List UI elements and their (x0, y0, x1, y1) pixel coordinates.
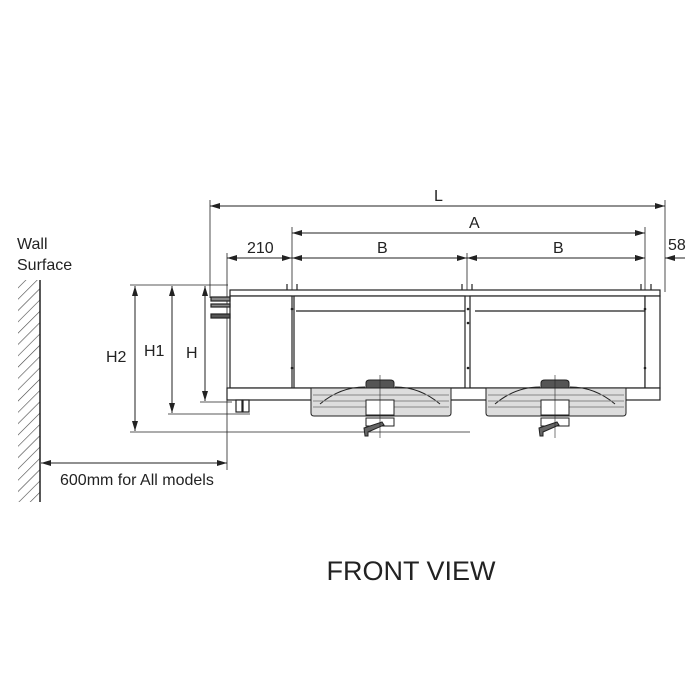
label-B1: B (377, 240, 388, 257)
clearance-label: 600mm for All models (60, 472, 214, 489)
unit-cooler-body (210, 284, 661, 413)
wall-label-line2: Surface (17, 257, 72, 274)
wall-label-line1: Wall (17, 236, 48, 253)
label-H1: H1 (144, 343, 165, 360)
label-58: 58 (668, 237, 686, 254)
label-H2: H2 (106, 349, 127, 366)
fan-motor-2 (485, 375, 627, 438)
dimension-lines (41, 203, 685, 466)
label-L: L (434, 188, 443, 205)
label-B2: B (553, 240, 564, 257)
label-210: 210 (247, 240, 274, 257)
panel-screws (290, 307, 647, 370)
label-A: A (469, 215, 480, 232)
fan-motor-1 (310, 375, 452, 438)
label-H: H (186, 345, 198, 362)
wall-surface (18, 280, 41, 502)
view-title: FRONT VIEW (326, 556, 496, 586)
